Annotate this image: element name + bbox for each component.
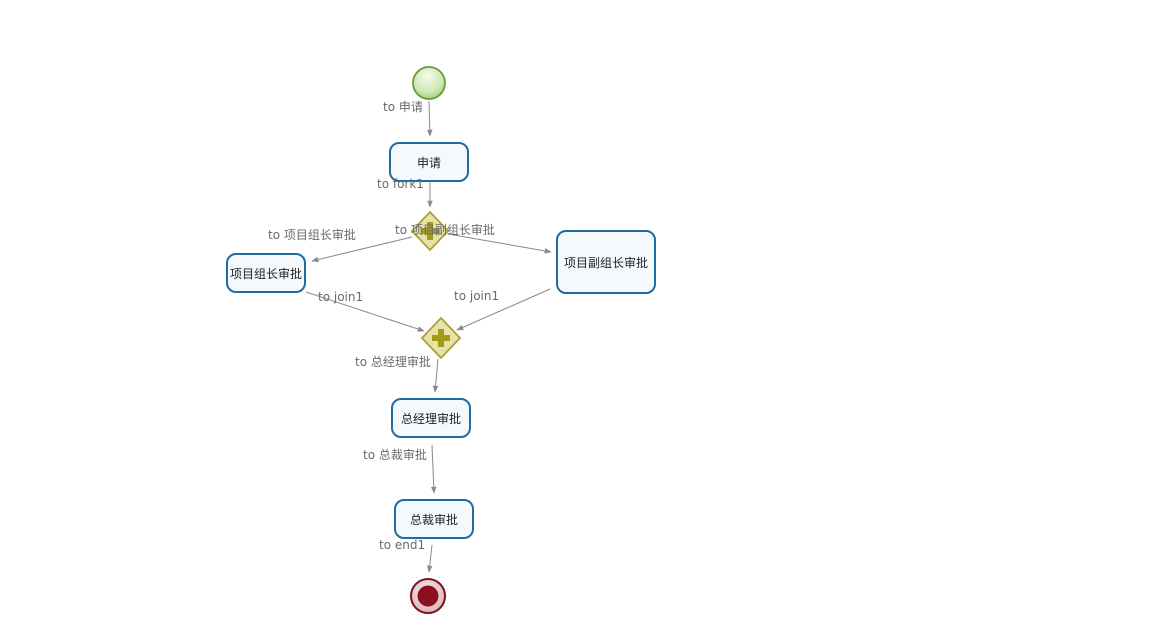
transition-to-leader[interactable] (311, 236, 413, 263)
transition-to-gm[interactable] (432, 358, 439, 393)
edge-label-to-join1-right: to join1 (454, 289, 500, 303)
transition-to-join1-left[interactable] (305, 291, 425, 332)
transition-to-president[interactable] (430, 444, 437, 494)
edge-label-to-gm: to 总经理审批 (355, 355, 431, 369)
task-president-approval-label: 总裁审批 (409, 512, 458, 527)
transition-to-apply[interactable] (427, 100, 433, 137)
edge-label-to-end1: to end1 (379, 538, 426, 552)
task-president-approval[interactable]: 总裁审批 (394, 499, 474, 539)
edge-label-to-join1-left: to join1 (318, 290, 364, 304)
edge-label-to-leader: to 项目组长审批 (268, 228, 356, 242)
join-gateway-icon[interactable] (420, 316, 462, 360)
transition-to-join1-right[interactable] (456, 288, 551, 331)
start-event-icon[interactable] (410, 65, 448, 103)
edge-label-to-deputy: to 项目副组长审批 (395, 223, 495, 237)
end-event-icon[interactable] (408, 576, 448, 616)
edge-label-to-apply: to 申请 (383, 100, 423, 114)
task-apply-label: 申请 (416, 155, 441, 170)
task-apply[interactable]: 申请 (389, 142, 469, 182)
task-project-leader-approval[interactable]: 项目组长审批 (226, 253, 306, 293)
task-project-deputy-approval[interactable]: 项目副组长审批 (556, 230, 656, 294)
transition-to-deputy[interactable] (447, 233, 552, 254)
transition-to-end1[interactable] (426, 544, 433, 573)
edge-label-to-president: to 总裁审批 (363, 448, 427, 462)
task-project-deputy-approval-label: 项目副组长审批 (563, 255, 648, 270)
task-general-manager-approval-label: 总经理审批 (400, 411, 461, 426)
task-general-manager-approval[interactable]: 总经理审批 (391, 398, 471, 438)
task-project-leader-approval-label: 项目组长审批 (229, 266, 302, 281)
edge-label-to-fork1: to fork1 (377, 177, 424, 191)
fork-gateway-icon[interactable] (410, 210, 450, 252)
